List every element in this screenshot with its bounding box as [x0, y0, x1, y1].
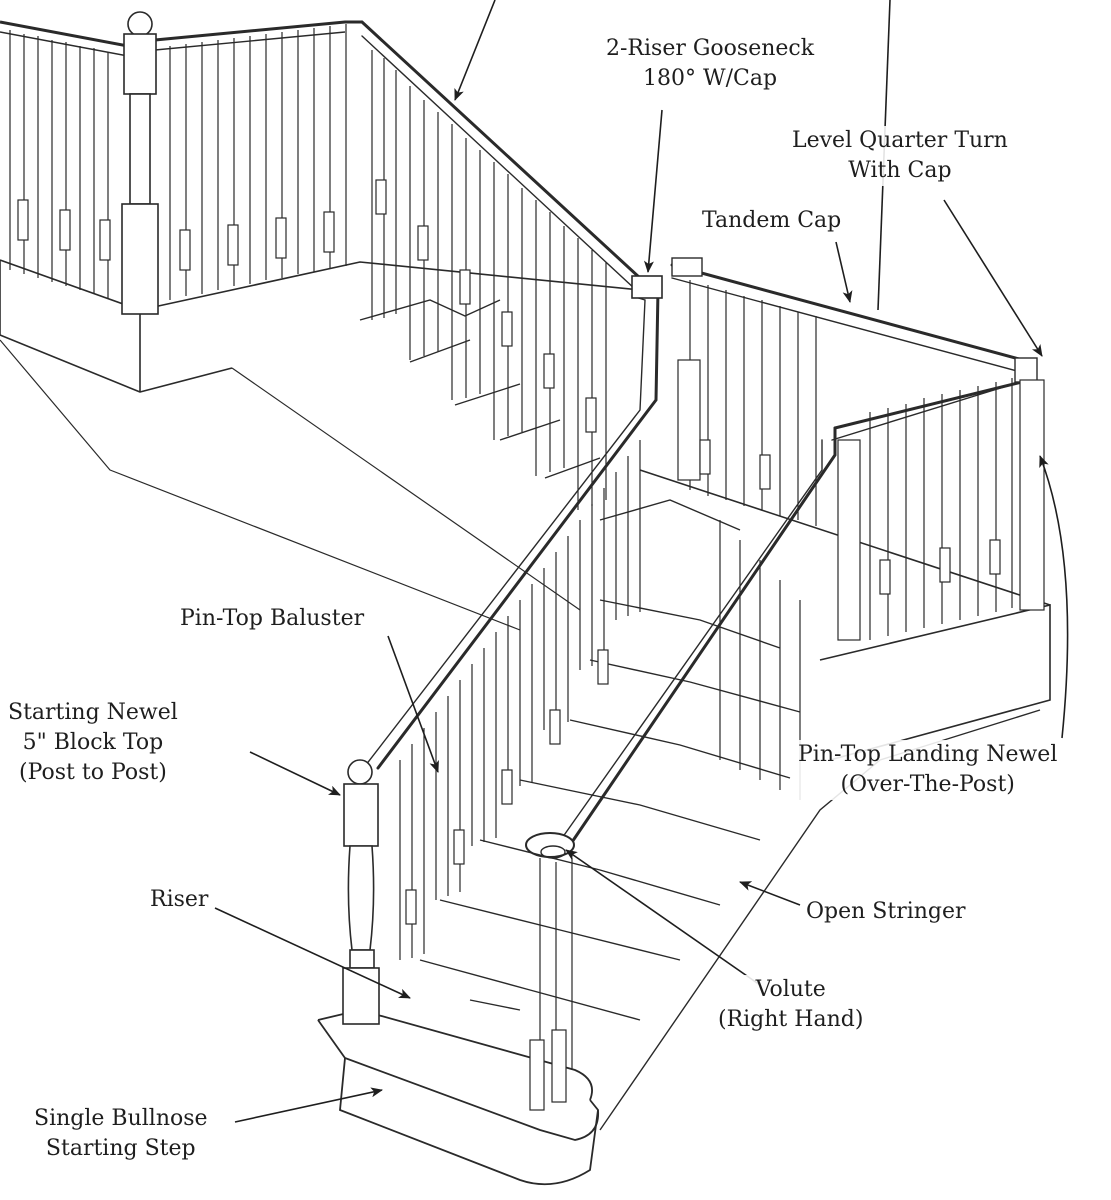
- volute-balusters: [529, 858, 573, 1111]
- label-pin-top-baluster: Pin-Top Baluster: [180, 604, 365, 634]
- starting-newel-post: [342, 759, 380, 1025]
- balcony-balusters: [9, 24, 347, 300]
- main-stair-handrail: [360, 20, 660, 771]
- label-volute-line2: (Right Hand): [718, 1007, 864, 1032]
- label-volute: Volute (Right Hand): [718, 975, 864, 1035]
- quarter-turn-cap: [1014, 357, 1038, 383]
- balcony-floor-edge: [0, 259, 641, 311]
- inner-handrail: [525, 426, 837, 859]
- label-bullnose-step-line2: Starting Step: [45, 1136, 196, 1161]
- leader-volute: [565, 849, 761, 986]
- label-quarter-turn-line2: With Cap: [848, 158, 952, 183]
- upper-balcony: [0, 20, 641, 631]
- label-starting-newel-line2: 5" Block Top: [22, 730, 164, 755]
- leader-landing-newel: [1039, 455, 1069, 739]
- tandem-cap-block: [671, 257, 703, 277]
- label-starting-newel: Starting Newel 5" Block Top (Post to Pos…: [8, 698, 178, 788]
- stair-treads: [359, 299, 801, 1021]
- label-starting-newel-line1: Starting Newel: [8, 700, 178, 725]
- landing-balusters: [677, 280, 1045, 800]
- label-landing-newel: Pin-Top Landing Newel (Over-The-Post): [798, 740, 1058, 800]
- leader-rail-top: [454, 0, 496, 101]
- balcony-fascia: [0, 260, 233, 393]
- label-volute-line1: Volute: [755, 977, 826, 1002]
- label-bullnose-step: Single Bullnose Starting Step: [34, 1104, 208, 1164]
- label-starting-newel-line3: (Post to Post): [19, 760, 167, 785]
- label-quarter-turn: Level Quarter Turn With Cap: [792, 126, 1008, 186]
- label-landing-newel-line1: Pin-Top Landing Newel: [798, 742, 1058, 767]
- label-bullnose-step-line1: Single Bullnose: [34, 1106, 208, 1131]
- label-quarter-turn-line1: Level Quarter Turn: [792, 128, 1008, 153]
- label-gooseneck-line2: 180° W/Cap: [643, 66, 778, 91]
- label-landing-newel-line2: (Over-The-Post): [840, 772, 1015, 797]
- leader-starting-newel: [249, 751, 341, 796]
- main-stair-balusters: [371, 50, 641, 960]
- leader-pin-top-baluster: [387, 635, 439, 773]
- label-open-stringer: Open Stringer: [806, 897, 966, 927]
- leader-open-stringer: [739, 881, 801, 906]
- bullnose-starting-step: [317, 1009, 599, 1186]
- label-tandem-cap: Tandem Cap: [702, 206, 842, 236]
- ceiling-opening-lines: [0, 339, 581, 631]
- top-left-newel: [121, 11, 159, 315]
- gooseneck-cap: [631, 275, 663, 299]
- upper-landing-rail: [670, 257, 1038, 441]
- leader-bullnose: [234, 1087, 383, 1123]
- leader-riser: [214, 907, 411, 999]
- label-gooseneck: 2-Riser Gooseneck 180° W/Cap: [606, 34, 815, 94]
- label-riser: Riser: [150, 885, 209, 915]
- leader-gooseneck: [643, 109, 663, 273]
- leader-quarter-turn: [943, 199, 1043, 357]
- label-gooseneck-line1: 2-Riser Gooseneck: [606, 36, 815, 61]
- leader-tandem-cap: [835, 241, 853, 303]
